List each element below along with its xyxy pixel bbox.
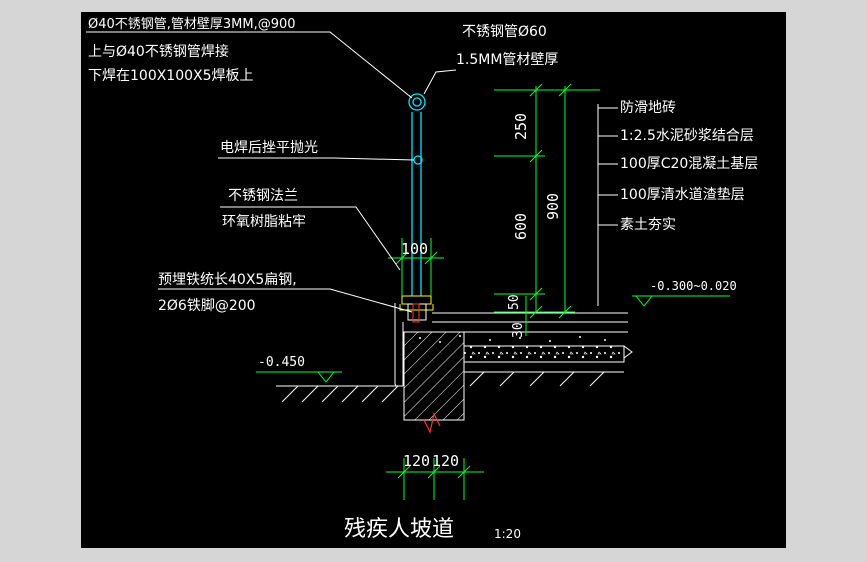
handrail: [399, 93, 434, 323]
rail-spec-line-3: 下焊在100X100X5焊板上: [88, 68, 254, 84]
dimension-250: 250: [512, 113, 530, 140]
dimension-120-right: 120: [432, 452, 459, 470]
level-left-text: -0.450: [258, 355, 305, 370]
rail-spec-line-2: 上与Ø40不锈钢管焊接: [88, 43, 229, 60]
layer-item-mortar: 1:2.5水泥砂浆结合层: [620, 128, 754, 144]
rail-spec-line-1: Ø40不锈钢管,管材壁厚3MM,@900: [88, 17, 296, 32]
dimension-30: 30: [511, 322, 526, 338]
dimension-100: 100: [401, 240, 428, 258]
layer-item-ballast: 100厚清水道渣垫层: [620, 187, 745, 203]
dimension-50: 50: [507, 294, 522, 310]
level-marker-left: [256, 371, 342, 383]
dimensions: [386, 83, 600, 500]
weld-label: 电焊后挫平抛光: [220, 140, 318, 156]
layer-item-concrete: 100厚C20混凝土基层: [620, 155, 758, 172]
dimension-600: 600: [512, 213, 530, 240]
dimension-900: 900: [544, 193, 562, 220]
embed-label-2: 2Ø6铁脚@200: [158, 298, 256, 314]
drawing-scale: 1:20: [494, 527, 521, 541]
layer-item-tile: 防滑地砖: [620, 99, 676, 116]
top-pipe-label-2: 1.5MM管材壁厚: [456, 52, 558, 68]
flange-label-1: 不锈钢法兰: [228, 188, 298, 204]
top-pipe-label-1: 不锈钢管Ø60: [462, 24, 547, 40]
dimension-120-left: 120: [403, 452, 430, 470]
leader-lines: [86, 31, 618, 313]
layer-item-soil: 素土夯实: [620, 217, 676, 233]
drawing-title: 残疾人坡道: [344, 517, 454, 542]
foundation: [276, 303, 633, 434]
flange-label-2: 环氧树脂粘牢: [222, 214, 306, 230]
level-marker-right: [632, 295, 730, 307]
embed-label-1: 预埋铁统长40X5扁钢,: [158, 272, 297, 288]
level-right-text: -0.300~0.020: [650, 279, 737, 293]
